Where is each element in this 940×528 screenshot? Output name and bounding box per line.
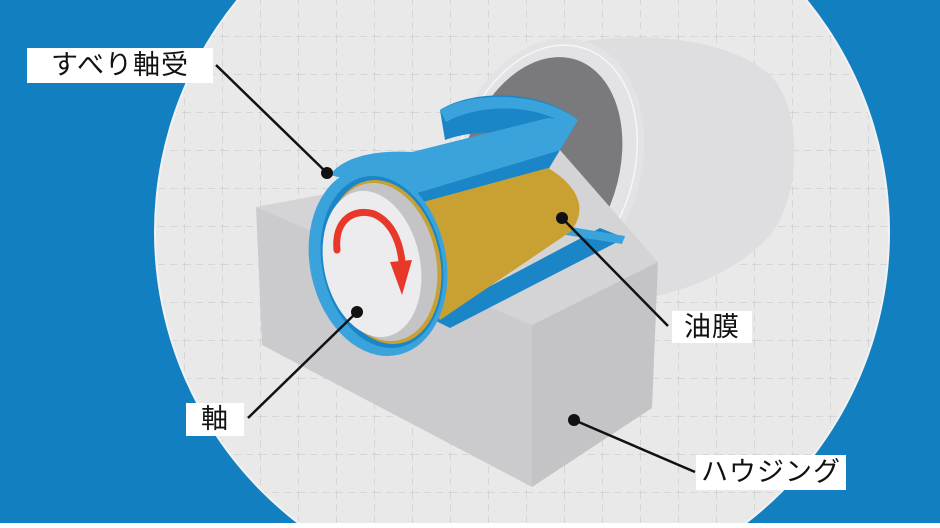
leader-plain-bearing <box>215 64 333 179</box>
oil-film <box>411 168 580 320</box>
leader-housing <box>568 414 696 474</box>
shaft <box>322 182 438 342</box>
leader-shaft <box>247 306 363 419</box>
rotation-arrow-icon <box>333 208 412 295</box>
label-shaft: 軸 <box>186 403 244 436</box>
label-housing: ハウジング <box>696 455 846 490</box>
label-plain-bearing: すべり軸受 <box>27 48 213 83</box>
label-oil-film: 油膜 <box>672 311 752 343</box>
plain-bearing-sleeve <box>330 95 625 328</box>
bottom-strip <box>0 523 940 528</box>
leader-oil-film <box>556 212 669 327</box>
